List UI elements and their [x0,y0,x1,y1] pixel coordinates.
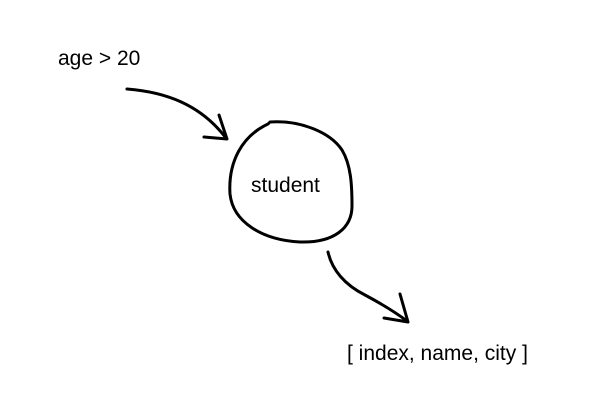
output-arrow-shaft [326,250,409,323]
input-arrow-shaft [125,87,228,140]
student-node-label: student [251,174,320,197]
input-condition-label: age > 20 [58,47,141,70]
student-node-outline [228,120,354,244]
output-arrow-head [382,292,410,324]
output-fields-label: [ index, name, city ] [347,342,528,365]
input-arrow-head [202,113,229,141]
